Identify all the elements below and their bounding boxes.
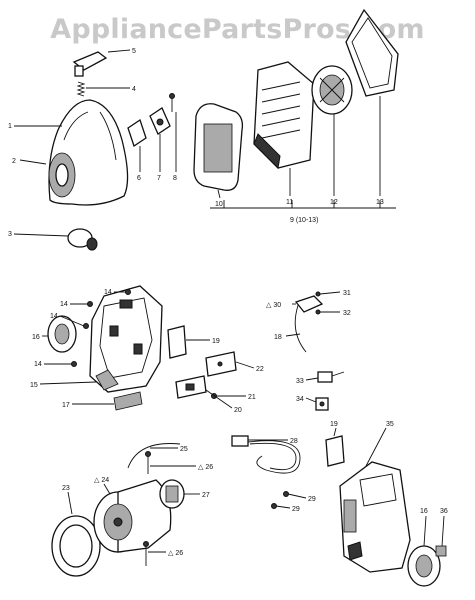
part-28-power-cord [231, 435, 301, 474]
callout-32: 32 [343, 310, 351, 317]
callout-14-c: 14 [50, 313, 58, 320]
part-20-switch [175, 375, 207, 399]
callout-19-b: 19 [330, 421, 338, 428]
part-31-pin [315, 291, 321, 297]
callout-26-b: △ 26 [168, 550, 183, 557]
part-4-spring [76, 81, 86, 97]
callout-15: 15 [30, 382, 38, 389]
part-5-knob [72, 51, 108, 77]
part-7-clip [149, 107, 171, 135]
part-32-pin [315, 309, 321, 315]
callout-7: 7 [157, 175, 161, 182]
part-36-cap [435, 545, 447, 557]
callout-29-a: 29 [308, 496, 316, 503]
callout-16-b: 16 [420, 508, 428, 515]
callout-22: 22 [256, 366, 264, 373]
callout-8: 8 [173, 175, 177, 182]
callout-2: 2 [12, 158, 16, 165]
callout-21: 21 [248, 394, 256, 401]
leaders-bottom [67, 427, 445, 553]
part-3-caster [67, 228, 98, 251]
part-10-filter-cover [193, 103, 244, 191]
callout-16: 16 [32, 334, 40, 341]
callout-13: 13 [376, 199, 384, 206]
callout-9-group: 9 (10-13) [290, 217, 318, 224]
part-12-round-filter [311, 65, 353, 115]
part-1-front-cover [48, 99, 129, 206]
part-16-rear-wheel [407, 545, 441, 587]
callout-18: 18 [274, 334, 282, 341]
part-27-brush [159, 479, 185, 509]
callout-27: 27 [202, 492, 210, 499]
part-29-screw-b [271, 503, 277, 509]
callout-36: 36 [440, 508, 448, 515]
callout-3: 3 [8, 231, 12, 238]
leaders-middle [39, 291, 341, 409]
part-6-bracket [127, 118, 147, 148]
callout-12: 12 [330, 199, 338, 206]
part-17-plate [113, 391, 143, 411]
callout-35: 35 [386, 421, 394, 428]
part-15-chassis [89, 285, 163, 393]
part-24-motor [93, 479, 172, 553]
part-16-wheel [47, 315, 77, 353]
callout-5: 5 [132, 48, 136, 55]
callout-28: 28 [290, 438, 298, 445]
callout-26-a: △ 26 [198, 464, 213, 471]
part-22-switch-plate [205, 351, 237, 377]
callout-1: 1 [8, 123, 12, 130]
callout-10: 10 [215, 201, 223, 208]
callout-25: 25 [180, 446, 188, 453]
callout-14-b: 14 [60, 301, 68, 308]
callout-17: 17 [62, 402, 70, 409]
part-8-screw [169, 93, 175, 112]
callout-23: 23 [62, 485, 70, 492]
part-19-flap [167, 325, 187, 359]
callout-20: 20 [234, 407, 242, 414]
callout-11: 11 [286, 199, 293, 206]
callout-33: 33 [296, 378, 304, 385]
callout-24: △ 24 [94, 477, 109, 484]
group-9-bracket [210, 200, 396, 209]
callout-19: 19 [212, 338, 220, 345]
callout-14-d: 14 [34, 361, 42, 368]
part-34-connector [315, 397, 329, 411]
part-26-screws [143, 451, 151, 566]
part-29-screw-a [283, 491, 289, 497]
callout-6: 6 [137, 175, 141, 182]
part-33-connector [317, 371, 345, 383]
leaders-top [13, 49, 381, 237]
part-23-motor-ring [51, 515, 101, 577]
part-11-filter [253, 61, 315, 170]
part-35-rear-housing [339, 461, 411, 573]
part-25-wire [127, 443, 181, 469]
callout-30: △ 30 [266, 302, 281, 309]
callout-4: 4 [132, 86, 136, 93]
callout-31: 31 [343, 290, 351, 297]
callout-14-a: 14 [104, 289, 112, 296]
callout-34: 34 [296, 396, 304, 403]
callout-29-b: 29 [292, 506, 300, 513]
part-19-flap-b [325, 435, 345, 467]
part-18-hook [294, 295, 324, 353]
